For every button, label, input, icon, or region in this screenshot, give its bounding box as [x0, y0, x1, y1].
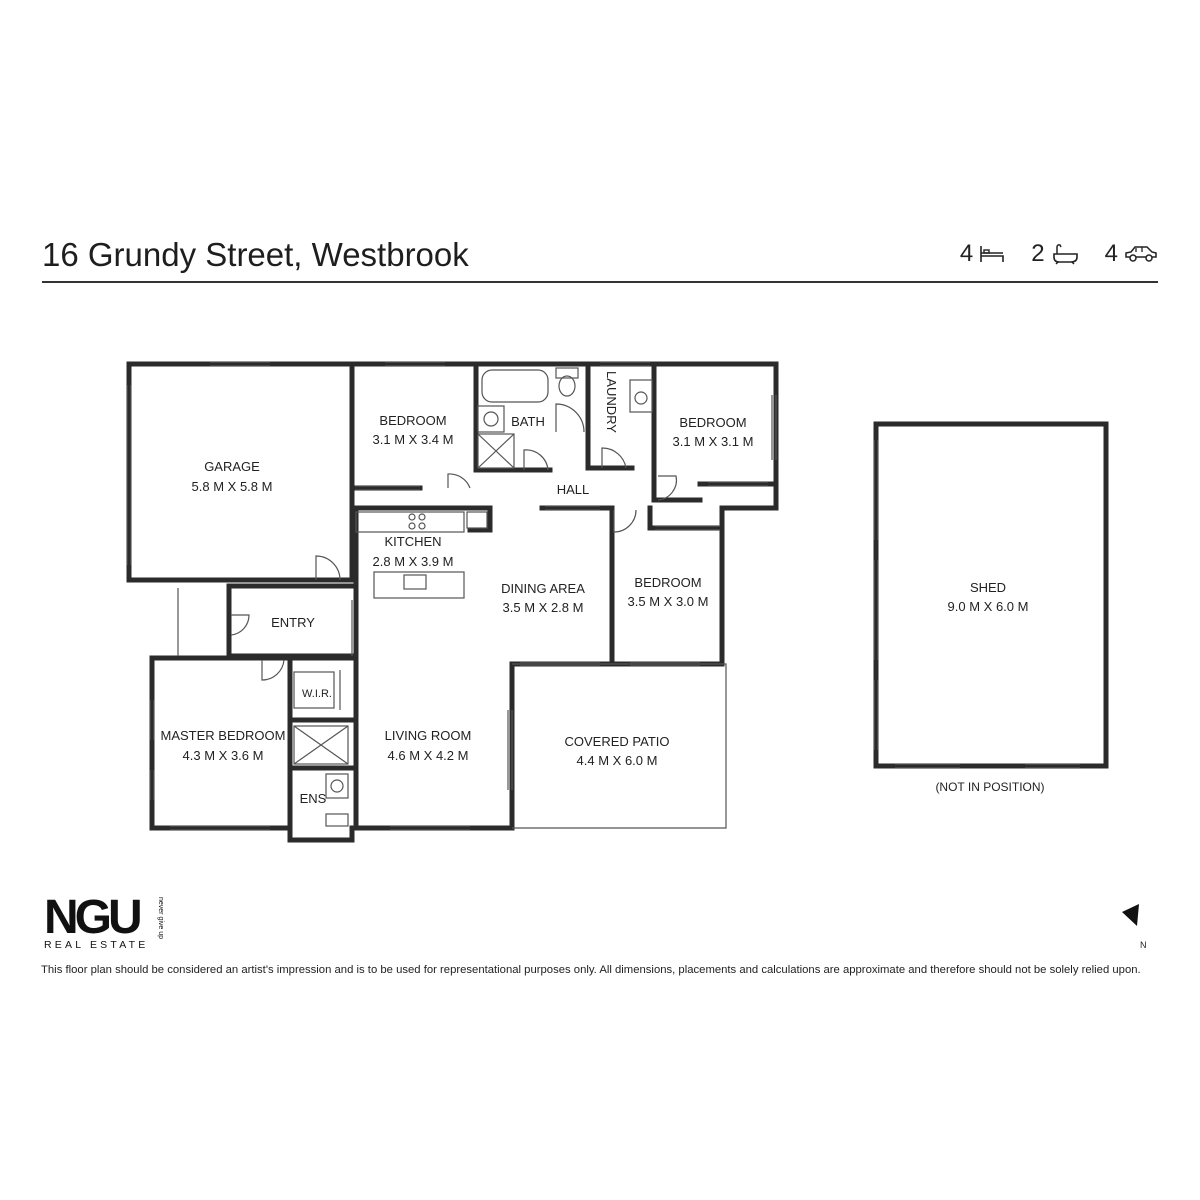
property-address: 16 Grundy Street, Westbrook	[42, 236, 469, 273]
bath-icon	[1052, 244, 1078, 265]
wall-garage	[126, 361, 355, 583]
shed-note: (NOT IN POSITION)	[935, 780, 1044, 794]
wall-bedroom2	[651, 361, 779, 503]
agency-logo: NGU never give up REAL ESTATE	[44, 891, 164, 955]
wall-shed	[873, 421, 1109, 769]
shed-label: SHED	[970, 580, 1006, 595]
garage-size: 5.8 M X 5.8 M	[192, 479, 273, 494]
kitchen-size: 2.8 M X 3.9 M	[373, 554, 454, 569]
shed-size: 9.0 M X 6.0 M	[948, 599, 1029, 614]
master-label: MASTER BEDROOM	[161, 728, 286, 743]
bedroom3-label: BEDROOM	[634, 575, 701, 590]
wall-laundry	[585, 361, 635, 471]
car-count-stat: 4	[1105, 240, 1158, 268]
header-divider	[42, 281, 1158, 283]
wall-top	[349, 361, 779, 667]
property-stats: 4 2 4	[934, 240, 1158, 268]
patio-label: COVERED PATIO	[565, 734, 670, 749]
car-count: 4	[1104, 240, 1118, 267]
hall-label: HALL	[557, 482, 590, 497]
garage-label: GARAGE	[204, 459, 260, 474]
logo-brand: NGU	[44, 891, 143, 944]
bedroom-count-stat: 4	[960, 240, 1005, 268]
bedroom-count: 4	[959, 240, 974, 267]
kitchen-label: KITCHEN	[384, 534, 441, 549]
wall-bedroom3	[647, 505, 725, 531]
bedroom1-size: 3.1 M X 3.4 M	[373, 432, 454, 447]
wall-master	[149, 655, 293, 831]
bedroom1-label: BEDROOM	[379, 413, 446, 428]
car-icon	[1125, 246, 1157, 262]
north-label: N	[1140, 940, 1147, 950]
bathroom-count: 2	[1031, 240, 1045, 267]
wall-bath	[473, 361, 553, 473]
logo-subtitle: REAL ESTATE	[44, 939, 149, 951]
bedroom3-size: 3.5 M X 3.0 M	[628, 594, 709, 609]
entry-label: ENTRY	[271, 615, 315, 630]
bathroom-count-stat: 2	[1031, 240, 1078, 268]
bedroom2-label: BEDROOM	[679, 415, 746, 430]
master-size: 4.3 M X 3.6 M	[183, 748, 264, 763]
wall-ens	[287, 655, 355, 843]
wir-label: W.I.R.	[302, 688, 332, 700]
patio-outline	[512, 663, 727, 829]
wall-kitchen-top	[349, 505, 493, 533]
bedroom2-size: 3.1 M X 3.1 M	[673, 434, 754, 449]
living-size: 4.6 M X 4.2 M	[388, 748, 469, 763]
wall-dining-right	[539, 505, 615, 667]
ens-label: ENS	[300, 791, 327, 806]
living-label: LIVING ROOM	[385, 728, 472, 743]
bath-label: BATH	[511, 414, 545, 429]
disclaimer-text: This floor plan should be considered an …	[41, 964, 1141, 976]
dining-size: 3.5 M X 2.8 M	[503, 600, 584, 615]
wall-bedroom1	[349, 361, 423, 491]
patio-size: 4.4 M X 6.0 M	[577, 753, 658, 768]
dining-label: DINING AREA	[501, 581, 585, 596]
laundry-label: LAUNDRY	[604, 371, 619, 433]
north-arrow-icon: N	[1122, 904, 1147, 950]
logo-tagline: never give up	[157, 897, 164, 940]
bed-icon	[980, 246, 1005, 262]
